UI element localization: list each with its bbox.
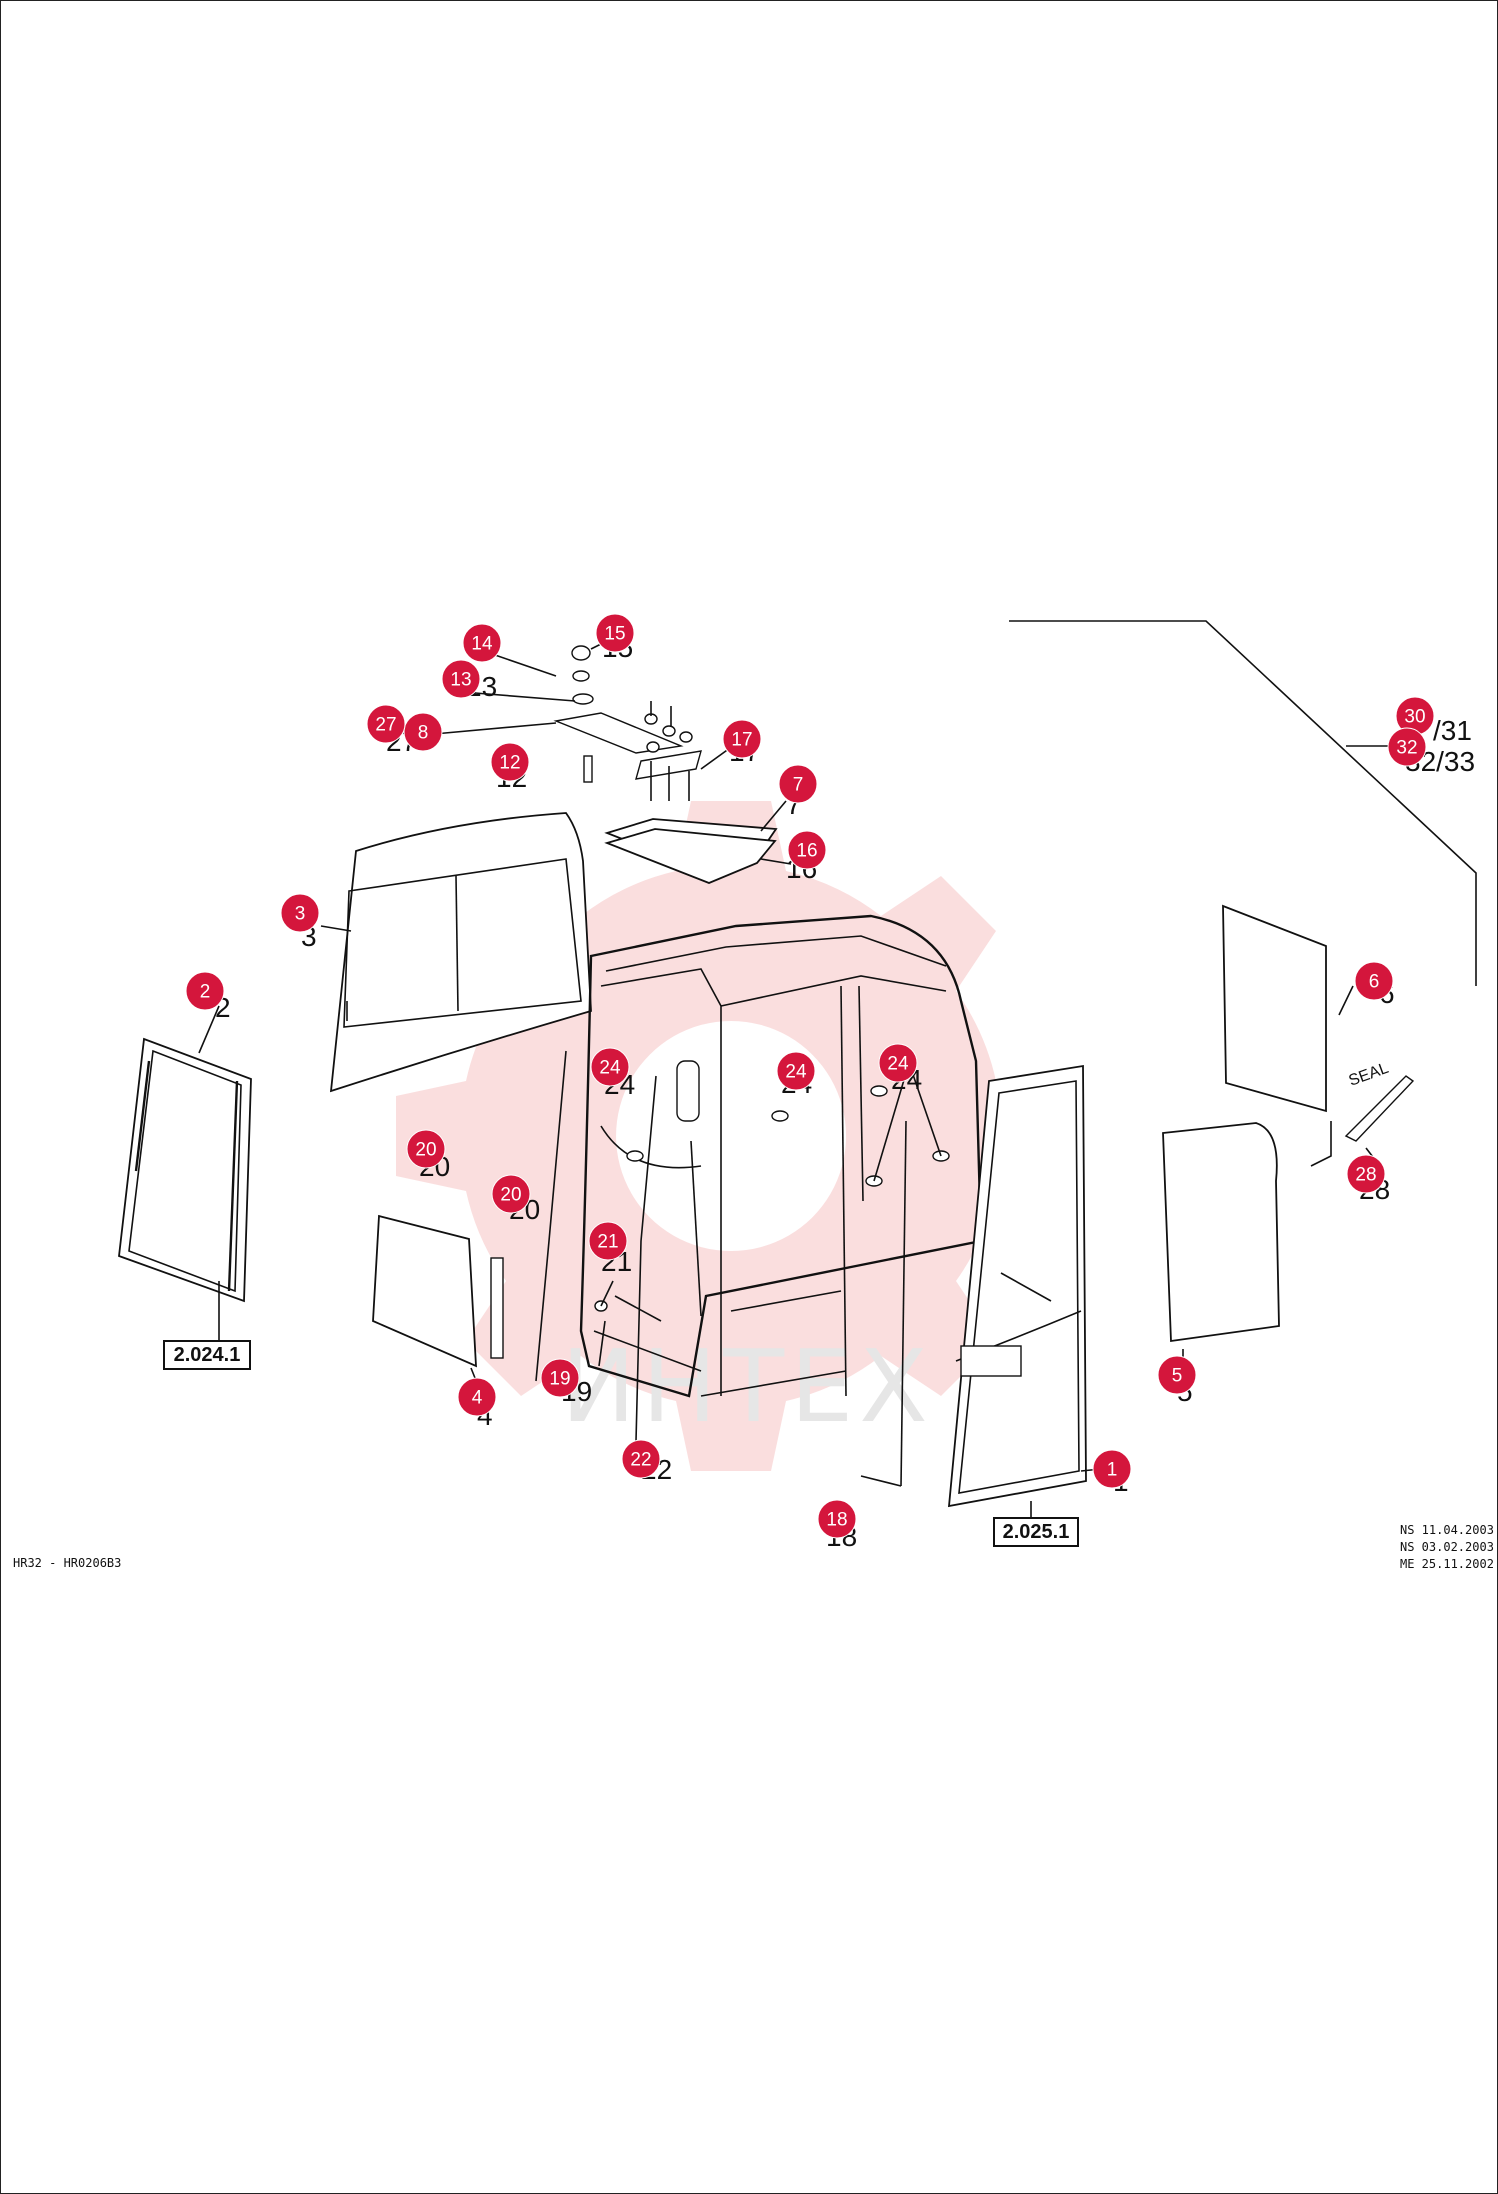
roof-hatch-hardware (553, 645, 702, 801)
revision-2: NS 03.02.2003 (1400, 1540, 1494, 1554)
seal-strip-20 (490, 1257, 504, 1359)
ref-box-2025[interactable]: 2.025.1 (993, 1517, 1079, 1547)
right-side-glass-5 (1162, 1122, 1280, 1343)
callout-label-30: 30 (1404, 707, 1425, 728)
side-glass-20 (372, 1214, 477, 1368)
callout-label-2: 2 (200, 982, 211, 1003)
callout-badge-14[interactable]: 14 (462, 623, 502, 663)
callout-badge-32[interactable]: 32 (1387, 727, 1427, 767)
callout-badge-28[interactable]: 28 (1346, 1154, 1386, 1194)
callout-label-22: 22 (630, 1450, 651, 1471)
callout-badge-24a[interactable]: 24 (590, 1047, 630, 1087)
callout-badge-15[interactable]: 15 (595, 613, 635, 653)
front-windshield-3 (329, 812, 592, 1093)
callout-badge-21[interactable]: 21 (588, 1221, 628, 1261)
seal-label: SEAL (1347, 1060, 1391, 1090)
callout-badge-19[interactable]: 19 (540, 1358, 580, 1398)
callout-label-24b: 24 (785, 1062, 807, 1083)
callout-label-15: 15 (604, 624, 625, 645)
callout-label-7: 7 (793, 775, 804, 796)
callout-label-20a: 20 (415, 1140, 436, 1161)
callout-label-12: 12 (499, 753, 520, 774)
callout-badge-22[interactable]: 22 (621, 1439, 661, 1479)
callout-badge-4[interactable]: 4 (457, 1377, 497, 1417)
nut (572, 670, 590, 682)
bolt-12 (583, 755, 593, 783)
callout-label-27: 27 (375, 715, 396, 736)
handle (676, 1060, 700, 1122)
label-slash-31: /31 (1433, 715, 1472, 746)
callout-badge-6[interactable]: 6 (1354, 961, 1394, 1001)
callout-badge-17[interactable]: 17 (722, 719, 762, 759)
left-door-2 (118, 1037, 252, 1303)
right-door-1 (900, 1064, 1087, 1508)
callout-label-1: 1 (1107, 1460, 1118, 1481)
fasteners-24 (594, 1085, 950, 1312)
callout-badge-30[interactable]: 30 (1395, 696, 1435, 736)
callout-badge-20b[interactable]: 20 (491, 1174, 531, 1214)
cab-frame (579, 914, 983, 1398)
callout-badge-7[interactable]: 7 (778, 764, 818, 804)
seal-strip-19 (535, 1050, 567, 1382)
watermark-text: ИНТЕХ (561, 1328, 934, 1445)
hatch-bracket (553, 712, 684, 754)
callout-label-18: 18 (826, 1510, 847, 1531)
callout-label-28: 28 (1355, 1165, 1376, 1186)
leader-30-32 (1009, 620, 1477, 986)
drawing-code: HR32 - HR0206B3 (13, 1556, 121, 1570)
callout-badge-24b[interactable]: 24 (776, 1051, 816, 1091)
ref-box-2024-label: 2.024.1 (174, 1344, 241, 1366)
callout-label-6: 6 (1369, 972, 1380, 993)
callout-label-20b: 20 (500, 1185, 521, 1206)
callout-label-4: 4 (472, 1388, 483, 1409)
callout-label-24c: 24 (887, 1054, 909, 1075)
roof-glass-16 (604, 828, 777, 884)
callout-badge-20a[interactable]: 20 (406, 1129, 446, 1169)
callout-badge-18[interactable]: 18 (817, 1499, 857, 1539)
callout-label-24a: 24 (599, 1058, 621, 1079)
callout-label-13: 13 (450, 670, 471, 691)
callout-badge-12[interactable]: 12 (490, 742, 530, 782)
callout-label-32: 32 (1396, 738, 1417, 759)
callout-badge-1[interactable]: 1 (1092, 1449, 1132, 1489)
callout-label-21: 21 (597, 1232, 618, 1253)
callout-label-17: 17 (731, 730, 752, 751)
callout-label-19: 19 (549, 1369, 570, 1390)
callout-badge-5[interactable]: 5 (1157, 1355, 1197, 1395)
door-lock-panel (960, 1345, 1022, 1377)
ref-box-2024[interactable]: 2.024.1 (163, 1340, 251, 1370)
callout-label-3: 3 (295, 904, 306, 925)
seal-strip-22 (635, 1075, 657, 1442)
callout-badge-16[interactable]: 16 (787, 830, 827, 870)
washer (572, 693, 594, 705)
callout-label-16: 16 (796, 841, 817, 862)
callout-badge-24c[interactable]: 24 (878, 1043, 918, 1083)
cap-nut (571, 645, 591, 661)
callout-label-8: 8 (418, 723, 429, 744)
callout-badge-8[interactable]: 8 (403, 712, 443, 752)
callout-badge-2[interactable]: 2 (185, 971, 225, 1011)
callout-label-14: 14 (471, 634, 493, 655)
callout-label-5: 5 (1172, 1366, 1183, 1387)
ref-box-2025-label: 2.025.1 (1003, 1521, 1070, 1543)
callout-badge-27[interactable]: 27 (366, 704, 406, 744)
leader-lines (198, 637, 1377, 1531)
callout-badge-13[interactable]: 13 (441, 659, 481, 699)
callout-badge-3[interactable]: 3 (280, 893, 320, 933)
hatch-plate (635, 750, 702, 780)
revision-1: NS 11.04.2003 (1400, 1523, 1494, 1537)
rear-glass-6 (1222, 904, 1327, 1113)
revision-3: ME 25.11.2002 (1400, 1557, 1494, 1571)
